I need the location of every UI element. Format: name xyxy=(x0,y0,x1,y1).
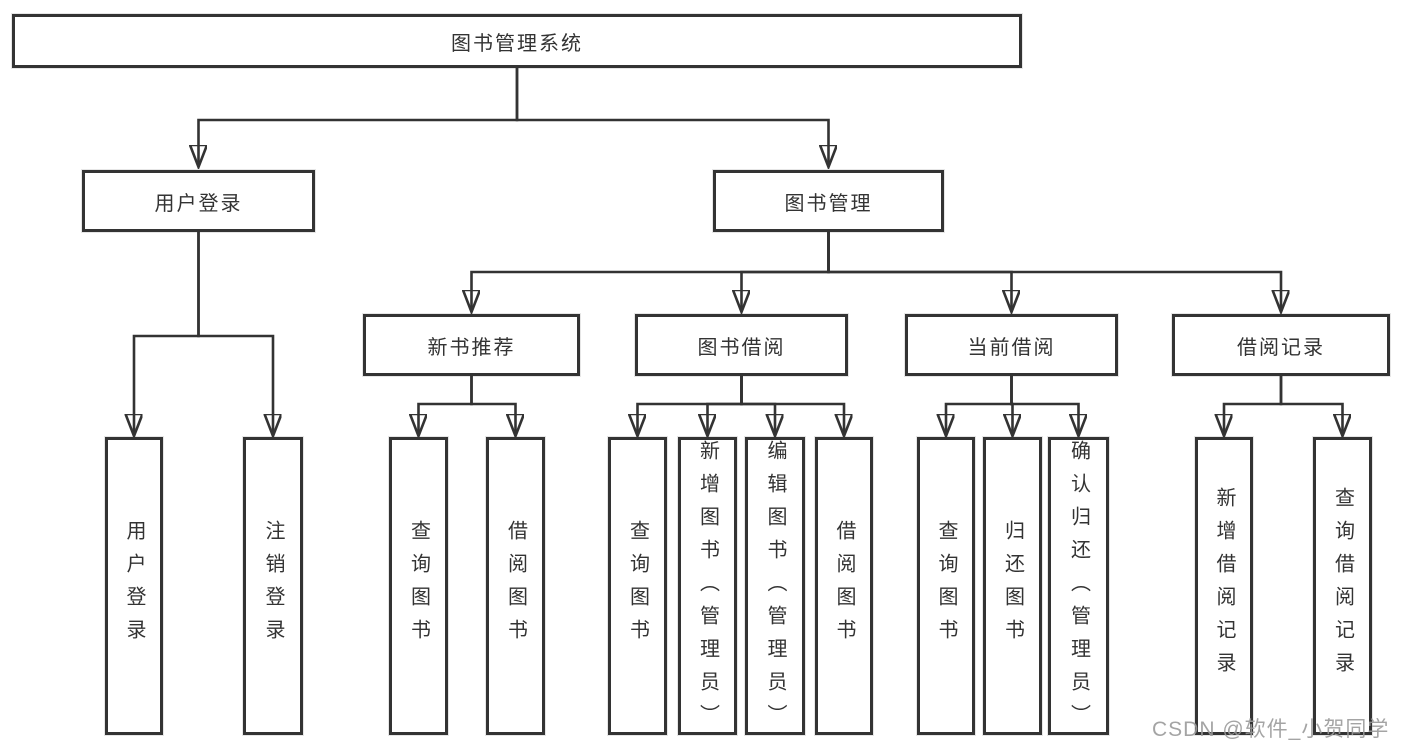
edge-br-add xyxy=(1224,376,1283,435)
node-new-book-recommend: 新书推荐 xyxy=(363,314,580,376)
leaf-bb-borrow-books-label: 借阅图书 xyxy=(833,520,855,652)
edge-bb-query xyxy=(638,376,743,435)
edge-cb-confirm xyxy=(1010,376,1079,435)
edge-cb-return xyxy=(1012,376,1013,435)
edge-book-mgmt-borrow-records xyxy=(827,232,1282,311)
leaf-nbr-query-books: 查询图书 xyxy=(389,437,448,735)
node-root-label: 图书管理系统 xyxy=(451,32,583,55)
node-user-login-label: 用户登录 xyxy=(154,192,243,215)
leaf-nbr-borrow-books: 借阅图书 xyxy=(486,437,545,735)
edge-nbr-borrow xyxy=(470,376,516,435)
edge-book-mgmt-current-borrow xyxy=(827,232,1012,311)
edge-bb-edit xyxy=(740,376,776,435)
leaf-br-add-record: 新增借阅记录 xyxy=(1195,437,1253,735)
leaf-cb-return-books: 归还图书 xyxy=(983,437,1042,735)
leaf-user-login: 用户登录 xyxy=(105,437,163,735)
leaf-br-query-record: 查询借阅记录 xyxy=(1313,437,1372,735)
leaf-bb-edit-books-admin-label: 编辑图书（管理员） xyxy=(764,440,786,737)
leaf-nbr-borrow-books-label: 借阅图书 xyxy=(504,520,527,652)
edge-nbr-query xyxy=(419,376,473,435)
leaf-cb-confirm-return-admin: 确认归还（管理员） xyxy=(1048,437,1109,737)
node-root: 图书管理系统 xyxy=(12,14,1022,68)
node-borrow-records: 借阅记录 xyxy=(1172,314,1390,376)
leaf-bb-query-books-label: 查询图书 xyxy=(626,520,649,652)
node-borrow-records-label: 借阅记录 xyxy=(1237,336,1325,359)
node-book-mgmt-label: 图书管理 xyxy=(784,192,873,215)
leaf-bb-edit-books-admin: 编辑图书（管理员） xyxy=(745,437,805,737)
leaf-cb-query-books: 查询图书 xyxy=(917,437,975,735)
edge-root-book-mgmt xyxy=(515,68,829,166)
node-book-mgmt: 图书管理 xyxy=(713,170,944,232)
leaf-cb-query-books-label: 查询图书 xyxy=(935,520,957,652)
leaf-user-login-label: 用户登录 xyxy=(123,520,145,652)
edge-cb-query xyxy=(946,376,1013,435)
leaf-bb-query-books: 查询图书 xyxy=(608,437,667,735)
leaf-br-add-record-label: 新增借阅记录 xyxy=(1213,487,1235,685)
leaf-br-query-record-label: 查询借阅记录 xyxy=(1331,487,1354,685)
node-current-borrow: 当前借阅 xyxy=(905,314,1118,376)
edge-bb-add xyxy=(708,376,743,435)
edge-bb-borrow xyxy=(740,376,845,435)
leaf-nbr-query-books-label: 查询图书 xyxy=(407,520,430,652)
edge-user-login-login xyxy=(134,232,200,435)
node-book-borrow-label: 图书借阅 xyxy=(697,336,786,359)
leaf-logout-login: 注销登录 xyxy=(243,437,303,735)
leaf-cb-confirm-return-admin-label: 确认归还（管理员） xyxy=(1067,440,1090,737)
edge-br-query xyxy=(1279,376,1343,435)
leaf-cb-return-books-label: 归还图书 xyxy=(1001,520,1024,652)
edge-user-login-logout xyxy=(197,232,274,435)
leaf-logout-login-label: 注销登录 xyxy=(262,520,284,652)
csdn-watermark: CSDN @软件_小贺同学 xyxy=(1152,718,1390,741)
edge-root-user-login xyxy=(199,68,519,166)
edge-book-mgmt-new-book xyxy=(472,232,830,311)
edge-book-mgmt-book-borrow xyxy=(742,232,830,311)
leaf-bb-add-books-admin-label: 新增图书（管理员） xyxy=(696,440,719,737)
node-book-borrow: 图书借阅 xyxy=(635,314,848,376)
node-user-login: 用户登录 xyxy=(82,170,315,232)
node-current-borrow-label: 当前借阅 xyxy=(967,336,1056,359)
node-new-book-recommend-label: 新书推荐 xyxy=(427,336,516,359)
leaf-bb-borrow-books: 借阅图书 xyxy=(815,437,873,735)
leaf-bb-add-books-admin: 新增图书（管理员） xyxy=(678,437,737,737)
